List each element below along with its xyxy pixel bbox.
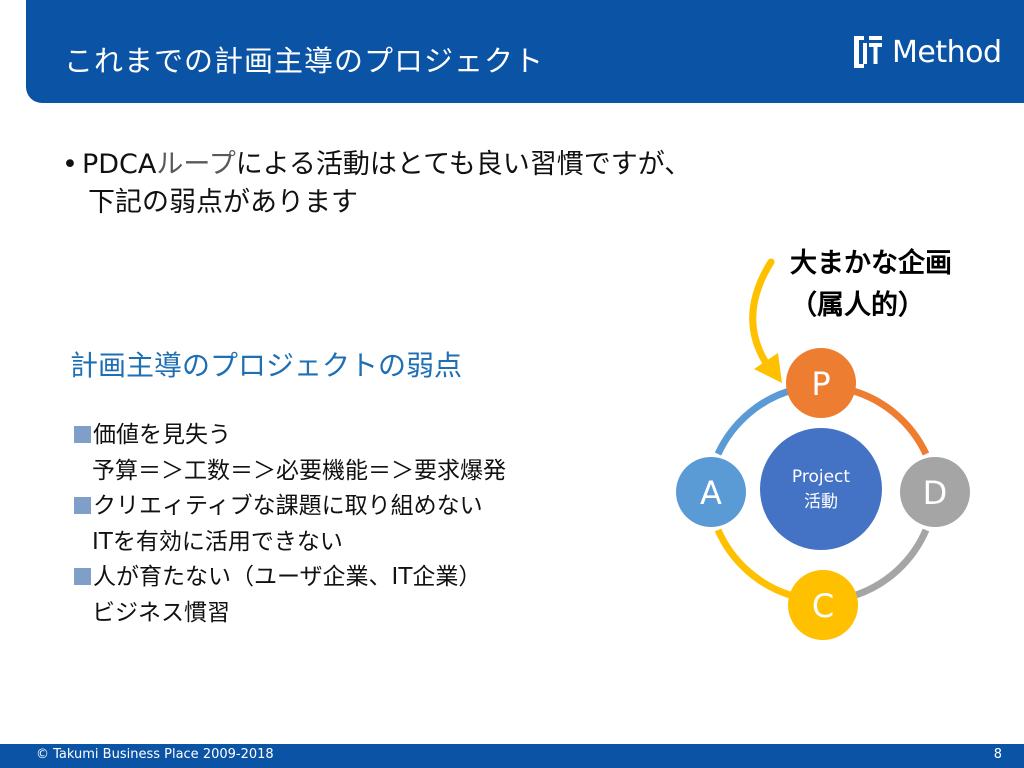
pdca-cycle-diagram: Project 活動 P D C A bbox=[676, 258, 970, 640]
weakness-title: 計画主導のプロジェクトの弱点 bbox=[70, 349, 463, 382]
bullet-prefix: PDCA bbox=[81, 149, 157, 180]
plan-note-line1: 大まかな企画 bbox=[790, 248, 952, 279]
bullet-symbol: • bbox=[62, 149, 78, 180]
ring-segment-c-a bbox=[714, 528, 792, 599]
ring-segment-d-c bbox=[854, 528, 930, 599]
stage-a-circle bbox=[676, 457, 746, 527]
stage-d-label: D bbox=[923, 474, 948, 512]
bullet-highlight: ループ bbox=[156, 149, 236, 180]
square-bullet-icon bbox=[74, 426, 91, 443]
stage-a-label: A bbox=[700, 474, 722, 512]
square-bullet-icon bbox=[74, 568, 91, 585]
arrow-head-icon bbox=[754, 353, 782, 383]
center-label-line2: 活動 bbox=[804, 492, 838, 512]
plan-note-line2: （属人的） bbox=[790, 290, 925, 321]
center-label-line1: Project bbox=[792, 467, 850, 487]
list-item: 人が育たない（ユーザ企業、IT企業） bbox=[74, 560, 506, 596]
stage-c-circle bbox=[788, 570, 858, 640]
bullet-line2: 下記の弱点があります bbox=[88, 187, 358, 218]
page-title: これまでの計画主導のプロジェクト bbox=[64, 44, 545, 78]
weakness-list: 価値を見失う 予算＝＞工数＝＞必要機能＝＞要求爆発 クリエィティブな課題に取り組… bbox=[74, 418, 506, 631]
stage-p-circle bbox=[786, 348, 856, 418]
center-circle bbox=[760, 428, 882, 550]
ring-segment-p-d bbox=[845, 385, 930, 456]
ring-segment-a-p bbox=[714, 385, 797, 456]
stage-d-circle bbox=[900, 457, 970, 527]
footer-bar: © Takumi Business Place 2009-2018 8 bbox=[0, 744, 1024, 768]
list-item: 価値を見失う bbox=[74, 418, 506, 454]
list-item: 予算＝＞工数＝＞必要機能＝＞要求爆発 bbox=[92, 457, 506, 484]
intro-bullet: •PDCAループによる活動はとても良い習慣ですが、 下記の弱点があります bbox=[62, 146, 691, 222]
logo-text: Method bbox=[892, 34, 1002, 70]
list-item: ビジネス慣習 bbox=[92, 599, 230, 626]
plan-note: 大まかな企画 （属人的） bbox=[790, 243, 952, 327]
square-bullet-icon bbox=[74, 497, 91, 514]
list-item: クリエィティブな課題に取り組めない bbox=[74, 489, 506, 525]
stage-p-label: P bbox=[811, 365, 830, 403]
logo: Method bbox=[852, 32, 1002, 72]
curved-arrow-icon bbox=[749, 258, 775, 370]
bullet-suffix: による活動はとても良い習慣ですが、 bbox=[235, 149, 692, 180]
list-item: ITを有効に活用できない bbox=[92, 528, 343, 555]
footer-copyright: © Takumi Business Place 2009-2018 bbox=[36, 747, 274, 762]
stage-c-label: C bbox=[812, 587, 834, 625]
page-number: 8 bbox=[993, 747, 1002, 762]
it-logo-icon bbox=[854, 36, 882, 68]
